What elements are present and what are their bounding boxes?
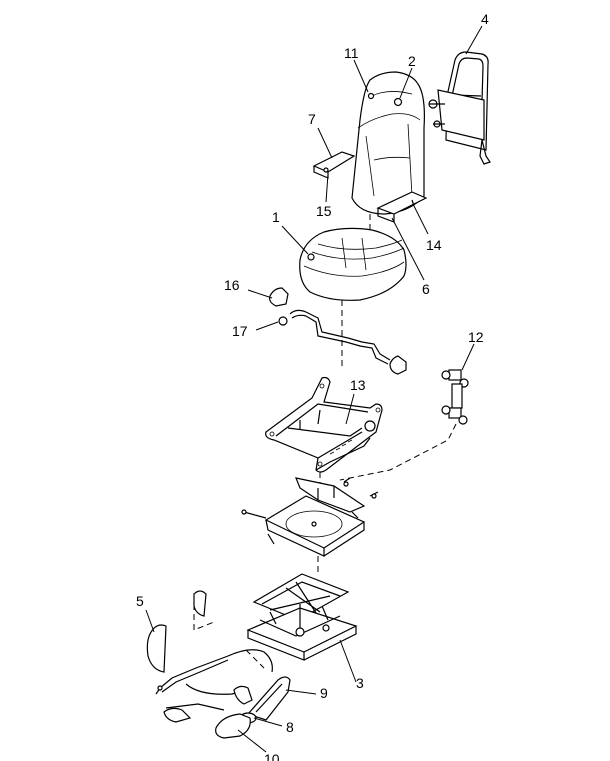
callouts: 4 2 11 7 15 14 1 6 16 17 12 13 5 3 9 8 1… [136,11,489,761]
part-13-seat-frame [265,376,383,473]
callout-6: 6 [422,281,430,297]
part-17-cap [278,316,288,326]
part-4-headrest-frame [428,51,491,165]
callout-3: 3 [356,675,364,691]
callout-12: 12 [468,329,484,345]
swivel-plate [241,495,366,557]
callout-2: 2 [408,53,416,69]
part-5-cover [146,590,215,673]
part-14-right-armrest [376,191,428,223]
release-bar [289,309,407,375]
callout-1: 1 [272,209,280,225]
callout-17: 17 [232,323,248,339]
dashline-shock [339,423,457,481]
callout-10: 10 [264,751,280,761]
callout-11: 11 [344,45,359,61]
mounting-bracket [295,477,379,513]
callout-15: 15 [316,203,332,219]
callout-16: 16 [224,277,240,293]
part-9-lever [246,676,291,721]
callout-4: 4 [481,11,489,27]
part-1-seat-cushion [299,227,407,301]
callout-9: 9 [320,685,328,701]
callout-8: 8 [286,719,294,735]
leader-lines [145,25,483,753]
linkage-cables [155,649,273,723]
part-12-shock-absorber [441,369,469,425]
callout-5: 5 [136,593,144,609]
part-3-suspension-base [246,573,358,661]
callout-13: 13 [350,377,366,393]
callout-14: 14 [426,237,442,253]
part-10-handle [215,713,251,739]
seat-back [351,71,425,215]
part-7-left-armrest [312,151,356,179]
part-16-knob [269,287,289,307]
callout-7: 7 [308,111,316,127]
